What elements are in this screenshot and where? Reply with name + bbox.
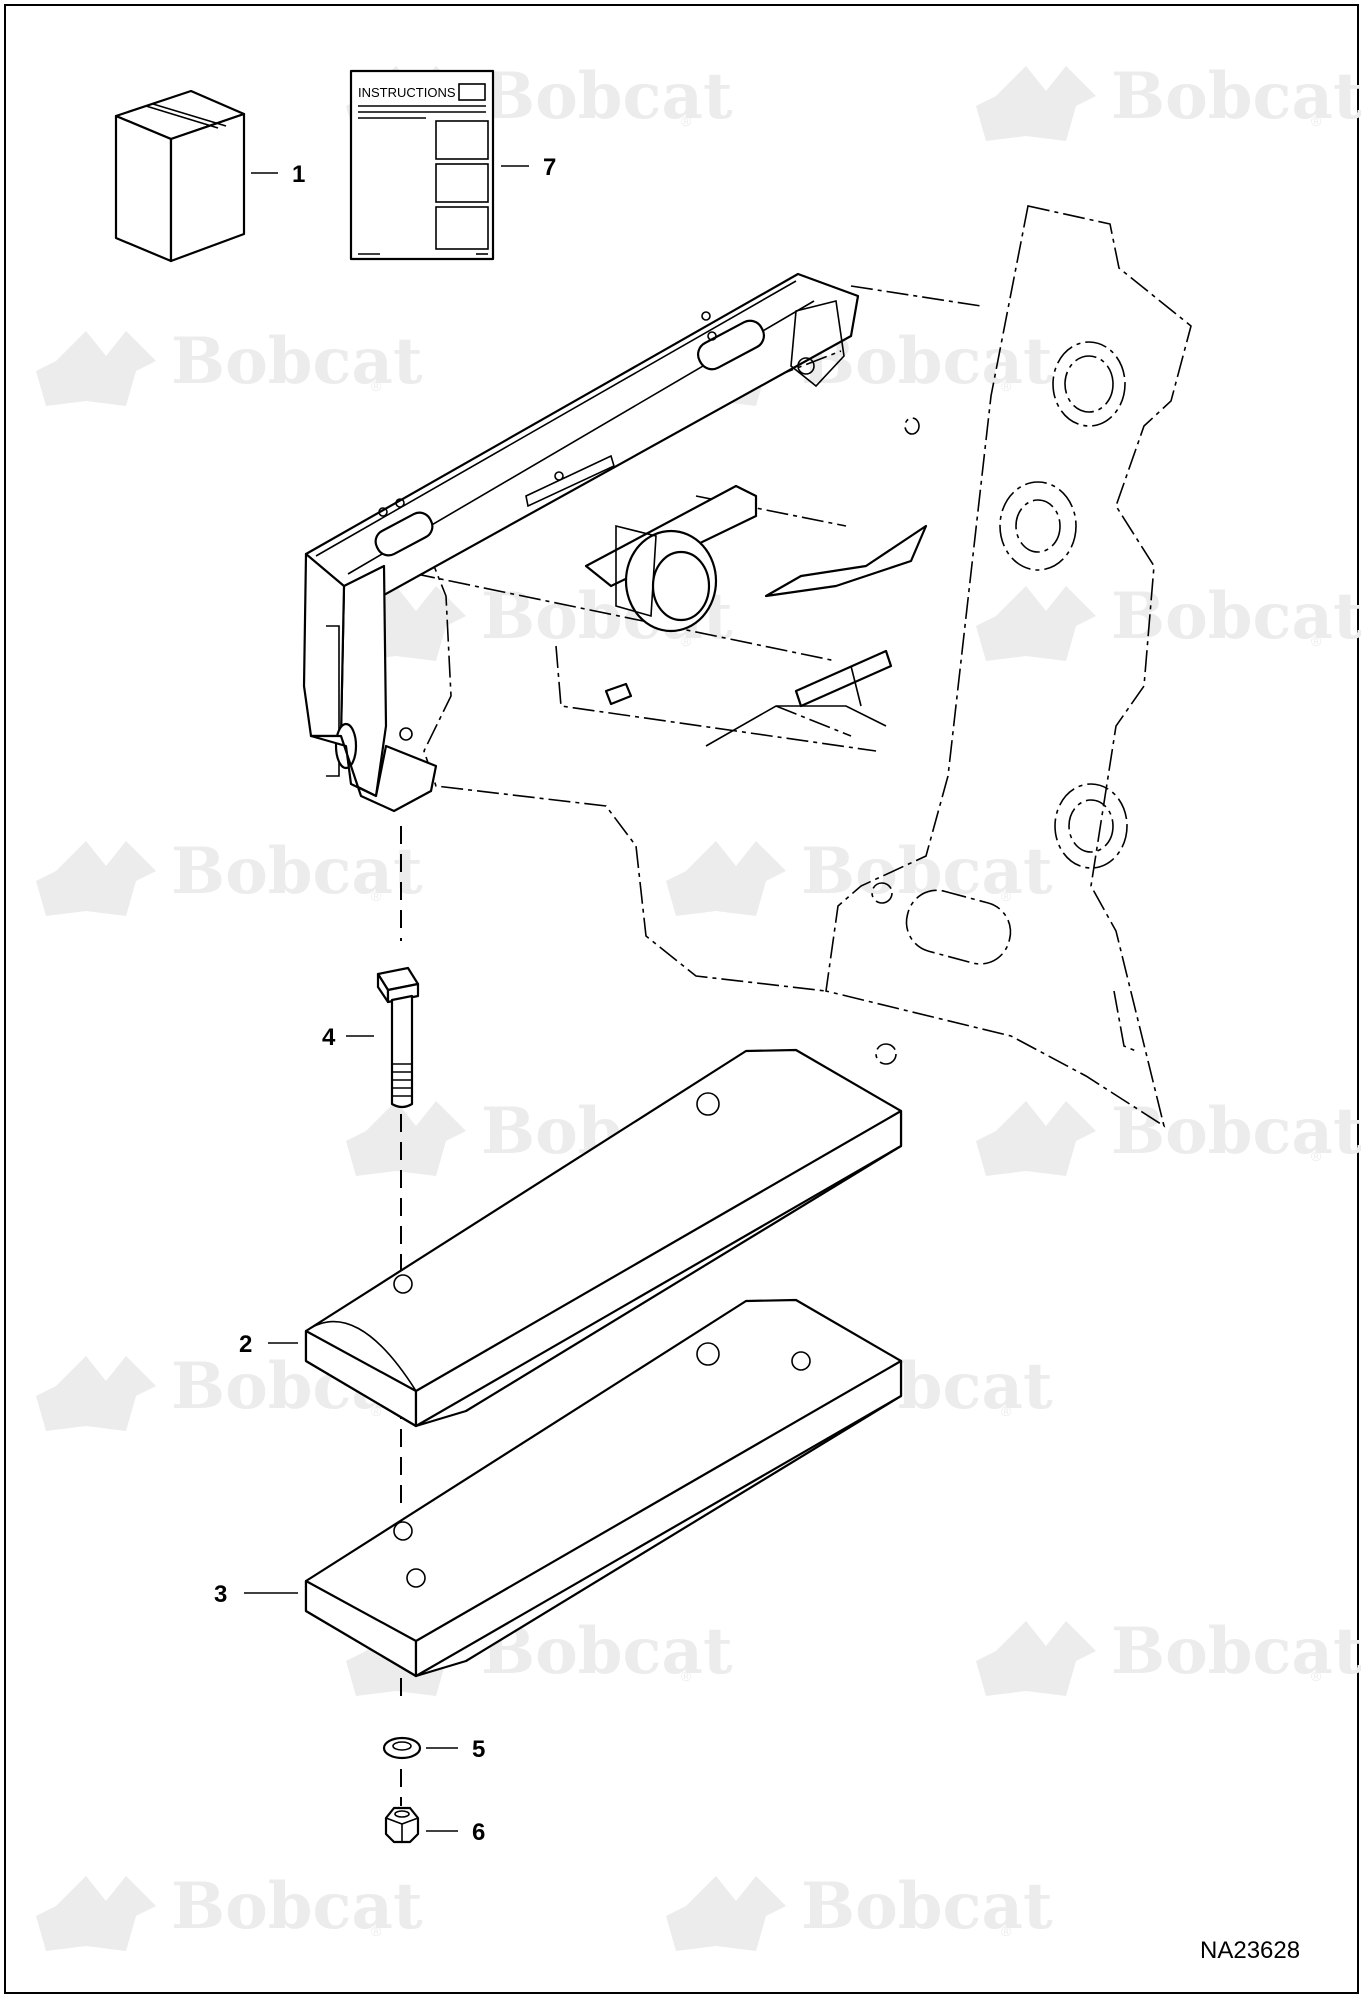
- watermark-text: Bobcat: [171, 1869, 423, 1944]
- svg-text:®: ®: [371, 1403, 382, 1419]
- watermark: Bobcat ®: [976, 579, 1361, 661]
- svg-text:®: ®: [1001, 888, 1012, 904]
- counterweight-lower: 3: [214, 1298, 903, 1678]
- watermark: Bobcat ®: [976, 1614, 1361, 1696]
- svg-text:®: ®: [371, 888, 382, 904]
- diagram-frame: Bobcat ® Bobcat ® Bobcat ® Bobcat ® Bobc…: [4, 4, 1361, 1994]
- watermark-text: Bobcat: [1111, 59, 1361, 134]
- svg-text:®: ®: [371, 1923, 382, 1939]
- svg-text:®: ®: [1311, 1668, 1322, 1684]
- watermark-text: Bobcat: [1111, 579, 1361, 654]
- watermark-text: Bobcat: [801, 1869, 1053, 1944]
- bobcat-logo-icon: [36, 1356, 156, 1431]
- parts-diagram: Bobcat ® Bobcat ® Bobcat ® Bobcat ® Bobc…: [36, 59, 1361, 1964]
- watermark-text: Bobcat: [1111, 1094, 1361, 1169]
- bobcat-logo-icon: [36, 841, 156, 916]
- watermark-text: Bobcat: [171, 834, 423, 909]
- bobcat-logo-icon: [36, 331, 156, 406]
- watermark: Bobcat ®: [36, 1869, 423, 1951]
- svg-text:®: ®: [1311, 633, 1322, 649]
- bobcat-logo-icon: [36, 1876, 156, 1951]
- counterweight-upper: 2: [239, 1048, 903, 1428]
- watermark: Bobcat ®: [36, 834, 423, 916]
- watermark: Bobcat ®: [666, 834, 1053, 916]
- loader-frame-rail: [302, 272, 928, 813]
- svg-text:®: ®: [1001, 1923, 1012, 1939]
- watermark: Bobcat ®: [976, 59, 1361, 141]
- watermark-text: Bobcat: [1111, 1614, 1361, 1689]
- watermark-text: Bobcat: [171, 324, 423, 399]
- bobcat-logo-icon: [666, 841, 786, 916]
- bobcat-logo-icon: [976, 586, 1096, 661]
- watermark: Bobcat ®: [666, 1869, 1053, 1951]
- svg-text:®: ®: [1311, 113, 1322, 129]
- callout-2: 2: [239, 1331, 252, 1358]
- watermark-layer: Bobcat ® Bobcat ® Bobcat ® Bobcat ® Bobc…: [36, 59, 1361, 1951]
- svg-text:®: ®: [681, 113, 692, 129]
- svg-text:®: ®: [681, 1668, 692, 1684]
- callout-6: 6: [472, 1819, 485, 1846]
- watermark: Bobcat ®: [976, 1094, 1361, 1176]
- callout-5: 5: [472, 1736, 485, 1763]
- bobcat-logo-icon: [976, 66, 1096, 141]
- svg-text:®: ®: [371, 378, 382, 394]
- watermark: Bobcat ®: [36, 324, 423, 406]
- watermark-text: Bobcat: [801, 834, 1053, 909]
- carriage-bolt: 4: [322, 966, 420, 1109]
- svg-text:®: ®: [1001, 1403, 1012, 1419]
- svg-text:®: ®: [681, 633, 692, 649]
- callout-1: 1: [292, 161, 305, 188]
- watermark-text: Bobcat: [481, 59, 733, 134]
- callout-4: 4: [322, 1024, 336, 1051]
- bobcat-logo-icon: [346, 1101, 466, 1176]
- drawing-number: NA23628: [1200, 1937, 1300, 1964]
- svg-text:®: ®: [1001, 378, 1012, 394]
- svg-text:®: ®: [1311, 1148, 1322, 1164]
- callout-3: 3: [214, 1581, 227, 1608]
- kit-box: 1: [114, 89, 305, 263]
- washer: 5: [382, 1736, 485, 1763]
- hex-nut: 6: [384, 1806, 485, 1846]
- bobcat-logo-icon: [666, 1876, 786, 1951]
- instructions-sheet: INSTRUCTIONS 7: [349, 69, 556, 261]
- instructions-label: INSTRUCTIONS: [358, 85, 456, 100]
- bobcat-logo-icon: [976, 1621, 1096, 1696]
- bobcat-logo-icon: [976, 1101, 1096, 1176]
- callout-7: 7: [543, 154, 556, 181]
